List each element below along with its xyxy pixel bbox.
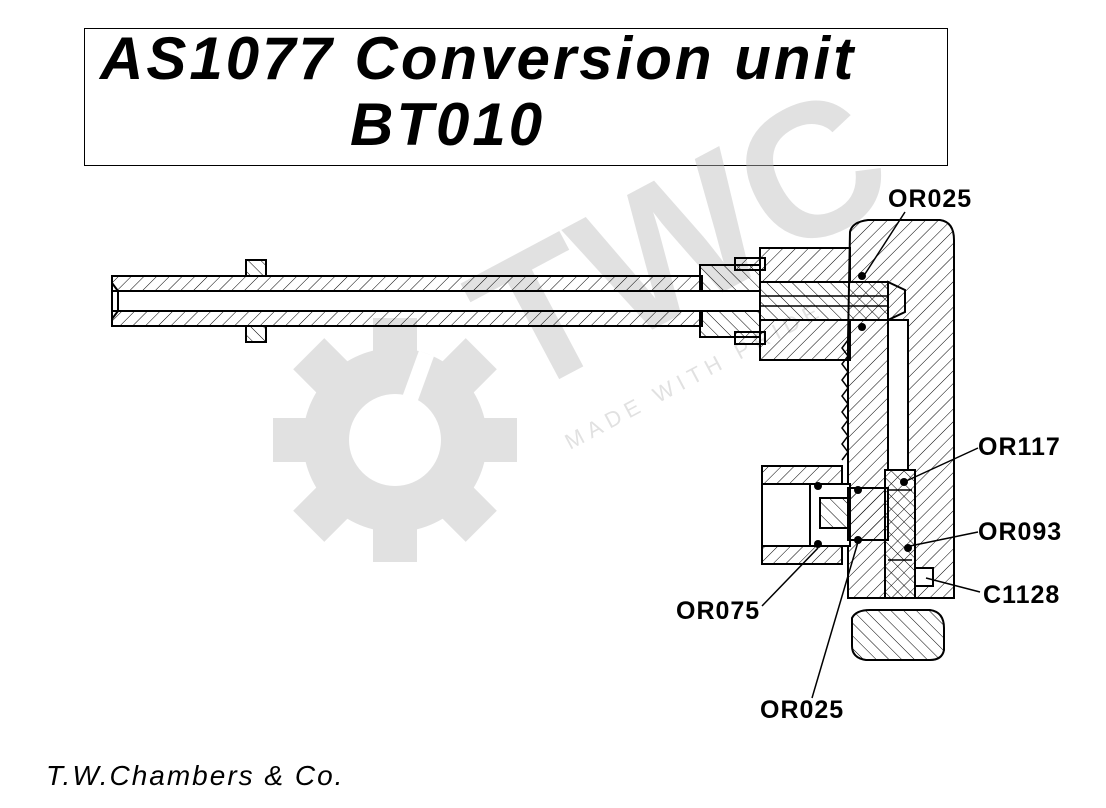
probe-tube (111, 275, 703, 327)
compression-fitting (699, 247, 906, 361)
o-ring (854, 486, 862, 494)
o-ring (858, 323, 866, 331)
o-ring (814, 482, 822, 490)
title-box (84, 28, 948, 166)
bottom-nut (851, 609, 945, 661)
label-c1128: C1128 (983, 581, 1060, 609)
title-line-1: AS1077 Conversion unit (100, 25, 857, 92)
o-ring (854, 536, 862, 544)
title-line-2: BT010 (350, 91, 546, 158)
leader-lines (761, 211, 981, 699)
o-rings (814, 272, 912, 552)
label-or093: OR093 (978, 518, 1062, 546)
o-ring (814, 540, 822, 548)
company-name: T.W.Chambers & Co. (46, 760, 345, 791)
label-or025-bottom: OR025 (760, 696, 844, 724)
watermark-gear-icon (273, 318, 517, 562)
o-ring (858, 272, 866, 280)
label-or117: OR117 (978, 433, 1061, 461)
gauge-connector (761, 465, 889, 565)
label-or075: OR075 (676, 597, 760, 625)
label-or025-top: OR025 (888, 185, 972, 213)
tube-collar (245, 259, 267, 343)
